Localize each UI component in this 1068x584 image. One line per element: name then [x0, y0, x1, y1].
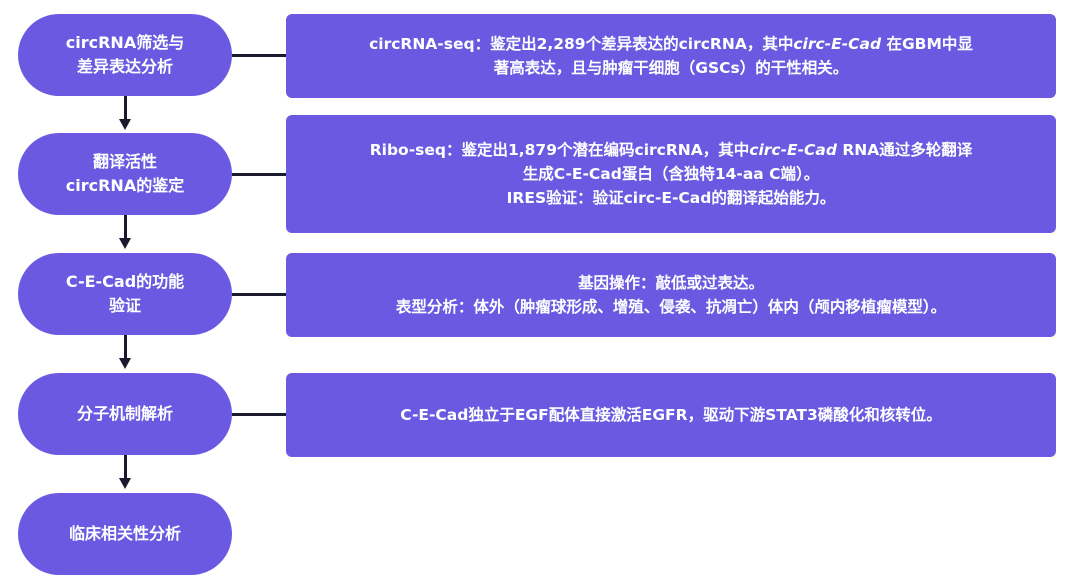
arrow-4-5-shaft	[124, 455, 127, 478]
step-3-detail-line-1: 基因操作：敲低或过表达。	[578, 271, 764, 295]
step-1-detail-line-1-part-1: circRNA-seq：鉴定出2,289个差异表达的circRNA，其中	[369, 35, 794, 53]
step-4-detail-line-1: C-E-Cad独立于EGF配体直接激活EGFR，驱动下游STAT3磷酸化和核转位…	[400, 403, 942, 427]
step-1-detail-line-2: 著高表达，且与肿瘤干细胞（GSCs）的干性相关。	[494, 56, 849, 80]
step-3-connector	[232, 293, 286, 296]
step-1-node: circRNA筛选与 差异表达分析	[18, 14, 232, 96]
step-2-label-line-1: 翻译活性	[92, 152, 157, 171]
step-3-node: C-E-Cad的功能 验证	[18, 253, 232, 335]
arrow-2-3-shaft	[124, 215, 127, 238]
step-3-detail-line-1-text: 基因操作：敲低或过表达。	[577, 274, 764, 292]
step-1-connector	[232, 54, 286, 57]
step-1-label-line-1: circRNA筛选与	[65, 33, 185, 52]
step-4-label-line-1: 分子机制解析	[76, 404, 173, 423]
step-2-detail-line-3: IRES验证：验证circ-E-Cad的翻译起始能力。	[507, 186, 836, 210]
arrow-1-2-head	[119, 119, 131, 130]
step-2-detail-line-1: Ribo-seq：鉴定出1,879个潜在编码circRNA，其中circ-E-C…	[370, 138, 973, 162]
step-2-detail-line-3-text: IRES验证：验证circ-E-Cad的翻译起始能力。	[506, 189, 836, 207]
step-1-detail-line-1: circRNA-seq：鉴定出2,289个差异表达的circRNA，其中circ…	[369, 32, 973, 56]
arrow-3-4-shaft	[124, 335, 127, 358]
step-1-detail-box: circRNA-seq：鉴定出2,289个差异表达的circRNA，其中circ…	[286, 14, 1056, 98]
step-3-label-line-2: 验证	[108, 296, 141, 315]
step-2-detail-line-1-part-3: RNA通过多轮翻译	[836, 141, 973, 159]
step-3-detail-line-2-text: 表型分析：体外（肿瘤球形成、增殖、侵袭、抗凋亡）体内（颅内移植瘤模型）。	[395, 298, 947, 316]
step-2-detail-line-2-text: 生成C-E-Cad蛋白（含独特14-aa C端）。	[522, 165, 820, 183]
arrow-3-4-head	[119, 358, 131, 369]
arrow-1-2-shaft	[124, 96, 127, 119]
step-4-node: 分子机制解析	[18, 373, 232, 455]
step-3-label-line-1: C-E-Cad的功能	[65, 272, 185, 291]
step-1-detail-gene-name: circ-E-Cad	[793, 35, 882, 53]
step-1-detail-line-1-part-3: 在GBM中显	[881, 35, 973, 53]
step-1-detail-line-2-text: 著高表达，且与肿瘤干细胞（GSCs）的干性相关。	[493, 59, 849, 77]
step-5-label-line-1: 临床相关性分析	[68, 524, 181, 543]
step-2-detail-gene-name: circ-E-Cad	[749, 141, 837, 159]
step-2-node: 翻译活性 circRNA的鉴定	[18, 133, 232, 215]
arrow-4-5-head	[119, 478, 131, 489]
step-3-detail-box: 基因操作：敲低或过表达。 表型分析：体外（肿瘤球形成、增殖、侵袭、抗凋亡）体内（…	[286, 253, 1056, 337]
step-2-detail-line-2: 生成C-E-Cad蛋白（含独特14-aa C端）。	[523, 162, 820, 186]
step-3-detail-line-2: 表型分析：体外（肿瘤球形成、增殖、侵袭、抗凋亡）体内（颅内移植瘤模型）。	[396, 295, 946, 319]
step-2-connector	[232, 173, 286, 176]
step-4-detail-box: C-E-Cad独立于EGF配体直接激活EGFR，驱动下游STAT3磷酸化和核转位…	[286, 373, 1056, 457]
step-2-label-line-2: circRNA的鉴定	[65, 176, 185, 195]
arrow-2-3-head	[119, 238, 131, 249]
step-4-connector	[232, 413, 286, 416]
step-2-detail-box: Ribo-seq：鉴定出1,879个潜在编码circRNA，其中circ-E-C…	[286, 115, 1056, 233]
step-2-detail-line-1-part-1: Ribo-seq：鉴定出1,879个潜在编码circRNA，其中	[369, 141, 750, 159]
step-1-label-line-2: 差异表达分析	[76, 57, 173, 76]
step-5-node: 临床相关性分析	[18, 493, 232, 575]
step-4-detail-line-1-text: C-E-Cad独立于EGF配体直接激活EGFR，驱动下游STAT3磷酸化和核转位…	[400, 406, 942, 424]
